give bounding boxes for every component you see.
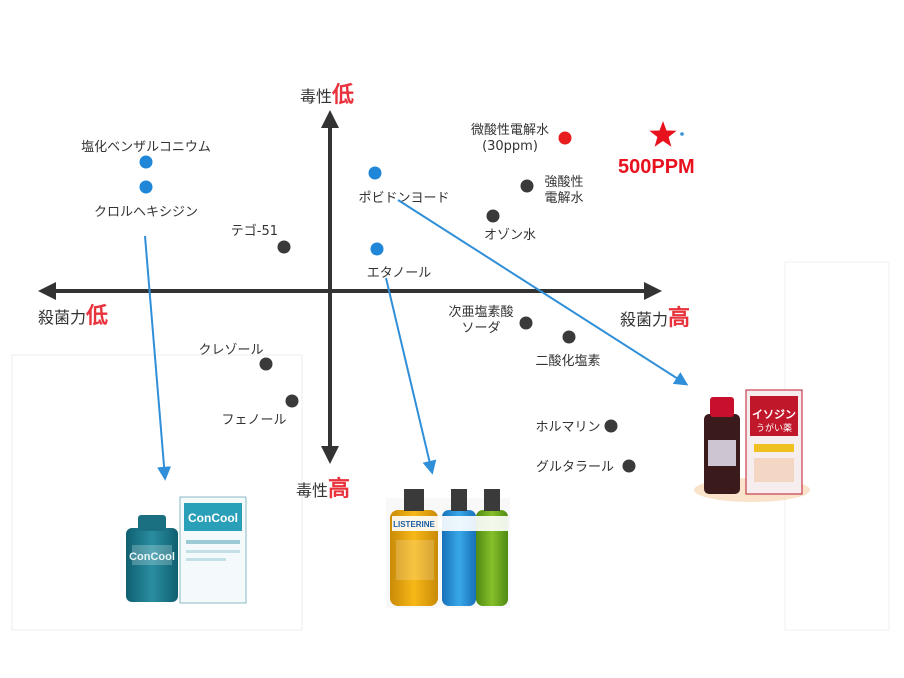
star-annotation-text: 500PPM (618, 156, 695, 178)
point-marker-phenol (285, 394, 299, 408)
point-formalin: ホルマリン (535, 419, 618, 435)
listerine-bottle-green (476, 510, 508, 606)
point-weak-acid: 微酸性電解水(30ppm) (471, 123, 572, 154)
listerine-bottle-yellow (390, 510, 438, 606)
isodine-bottle-cap (710, 397, 734, 417)
point-marker-hypochlorite (519, 316, 533, 330)
isodine-box-stripe (754, 444, 794, 452)
concool-box-band (184, 503, 242, 531)
point-marker-ethanol (370, 242, 384, 256)
isodine-box-band (750, 396, 798, 436)
isodine-box-illustration (754, 458, 794, 482)
arrow-povidone-to-isodine (397, 199, 689, 386)
concool-box-brand: ConCool (188, 511, 238, 525)
point-label-strong-acid-line-1: 強酸性 (544, 175, 583, 190)
listerine-label-band (392, 516, 508, 531)
point-ozone: オゾン水 (484, 209, 536, 243)
arrow-chlorhexidine-to-concool (144, 235, 172, 481)
y-axis-bottom-label: 毒性高 (296, 476, 350, 502)
x-axis-right-label: 殺菌力高 (620, 305, 690, 331)
star-marker (649, 121, 677, 147)
concool-box-line-1 (186, 540, 240, 544)
point-label-weak-acid-line-1: 微酸性電解水 (471, 123, 549, 138)
point-ethanol: エタノール (367, 242, 432, 281)
point-label-glutaral: グルタラール (536, 460, 614, 475)
point-label-tego51: テゴ-51 (231, 223, 278, 239)
concool-bottle-label (132, 545, 172, 565)
point-marker-formalin (604, 419, 618, 433)
isodine-box-sub: うがい薬 (756, 422, 792, 434)
point-marker-ozone (486, 209, 500, 223)
star-dot (680, 132, 684, 136)
concool-box-line-3 (186, 558, 226, 561)
point-label-ethanol: エタノール (367, 266, 432, 281)
point-label-strong-acid-line-2: 電解水 (544, 191, 583, 206)
point-marker-povidone (368, 166, 382, 180)
point-tego51: テゴ-51 (231, 223, 291, 254)
x-axis-right-arrowhead (644, 282, 662, 300)
listerine-cap-blue (451, 489, 467, 511)
isodine-box-name: イソジン (752, 408, 796, 421)
point-phenol: フェノール (221, 394, 299, 428)
point-marker-weak-acid (558, 131, 572, 145)
point-marker-chlorine-dioxide (562, 330, 576, 344)
y-axis-top-arrowhead (321, 110, 339, 128)
axes (38, 110, 662, 464)
point-benzalkonium: 塩化ベンザルコニウム (81, 140, 211, 169)
y-axis-top-label: 毒性低 (300, 83, 354, 108)
point-marker-tego51 (277, 240, 291, 254)
point-cresol: クレゾール (198, 343, 273, 371)
listerine-cap-green (484, 489, 500, 511)
product-isodine-image: イソジン うがい薬 (694, 389, 810, 502)
point-label-ozone: オゾン水 (484, 228, 536, 243)
point-marker-cresol (259, 357, 273, 371)
point-label-formalin: ホルマリン (535, 420, 600, 435)
point-chlorine-dioxide: 二酸化塩素 (535, 330, 601, 369)
point-label-benzalkonium: 塩化ベンザルコニウム (81, 140, 211, 155)
concool-bottle-cap (138, 515, 166, 531)
listerine-brand-text: LISTERINE (393, 520, 435, 529)
point-marker-glutaral (622, 459, 636, 473)
point-label-chlorhexidine: クロルヘキシジン (94, 205, 198, 220)
product-concool-image: ConCool ConCool (126, 496, 247, 604)
listerine-cap-yellow (404, 489, 424, 511)
point-glutaral: グルタラール (536, 459, 636, 475)
x-axis-left-arrowhead (38, 282, 56, 300)
listerine-yellow-panel (396, 540, 434, 580)
point-label-cresol: クレゾール (198, 343, 263, 358)
product-listerine-image: LISTERINE (386, 489, 510, 608)
arrow-ethanol-to-listerine (385, 277, 437, 475)
point-label-phenol: フェノール (221, 413, 286, 428)
point-label-hypochlorite-line-1: 次亜塩素酸 (448, 304, 513, 320)
point-marker-strong-acid (520, 179, 534, 193)
x-axis-left-label: 殺菌力低 (38, 304, 108, 329)
point-marker-benzalkonium (139, 155, 153, 169)
concool-bottle-brand: ConCool (129, 551, 175, 563)
point-label-hypochlorite-line-2: ソーダ (461, 321, 500, 336)
y-axis-bottom-arrowhead (321, 446, 339, 464)
point-label-chlorine-dioxide: 二酸化塩素 (535, 354, 600, 369)
point-marker-chlorhexidine (139, 180, 153, 194)
point-chlorhexidine: クロルヘキシジン (94, 180, 198, 220)
point-label-povidone: ポビドンヨード (358, 191, 449, 206)
point-label-weak-acid-line-2: (30ppm) (482, 139, 538, 154)
background-panel-left (11, 354, 303, 631)
point-povidone: ポビドンヨード (358, 166, 450, 206)
listerine-bottle-blue (442, 510, 476, 606)
concool-bottle (126, 528, 178, 602)
concool-box-line-2 (186, 550, 240, 553)
isodine-bottle-label (708, 440, 736, 466)
